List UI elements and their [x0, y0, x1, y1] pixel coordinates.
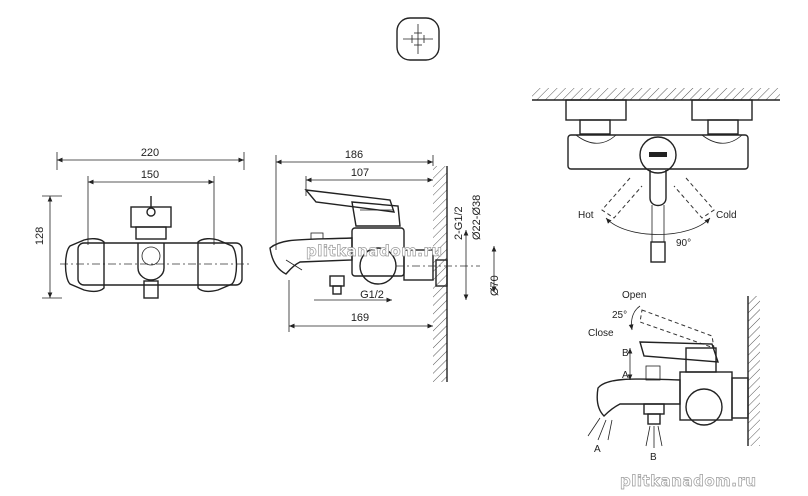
- dim-height: 128: [34, 227, 46, 245]
- dim-diameter: Ø70: [489, 275, 501, 296]
- dim-handle-length: 107: [351, 167, 369, 179]
- rotation-view: Hot Cold 90°: [532, 88, 780, 263]
- dim-inner-diameter: Ø22-Ø38: [471, 195, 483, 240]
- watermark-center: plitkanadom.ru: [306, 242, 443, 260]
- close-label: Close: [588, 328, 614, 339]
- label-a-lever: A: [622, 370, 629, 381]
- label-b: B: [622, 348, 629, 359]
- open-label: Open: [622, 290, 646, 301]
- dim-top-length: 186: [345, 149, 363, 161]
- lever-view: Open Close 25° B A A B: [587, 290, 760, 463]
- rotation-angle-label: 90°: [676, 238, 691, 249]
- dim-total-width: 220: [141, 147, 159, 159]
- label-b-outlet: B: [650, 452, 657, 463]
- label-a-spout: A: [594, 444, 601, 455]
- dim-bottom-length: 169: [351, 312, 369, 324]
- front-view: 220 150 128: [34, 147, 250, 299]
- dim-inner-width: 150: [141, 169, 159, 181]
- lever-angle-label: 25°: [612, 310, 627, 321]
- view-symbol-icon: [396, 17, 440, 61]
- dim-outlet-thread: G1/2: [360, 289, 384, 301]
- cold-label: Cold: [716, 210, 737, 221]
- dim-inlet-thread: 2-G1/2: [453, 206, 465, 240]
- side-view: 186 107 G1/2 169 2-G1/2 Ø22-Ø38: [269, 149, 501, 382]
- watermark-bottom-right: plitkanadom.ru: [620, 472, 757, 490]
- hot-label: Hot: [578, 210, 594, 221]
